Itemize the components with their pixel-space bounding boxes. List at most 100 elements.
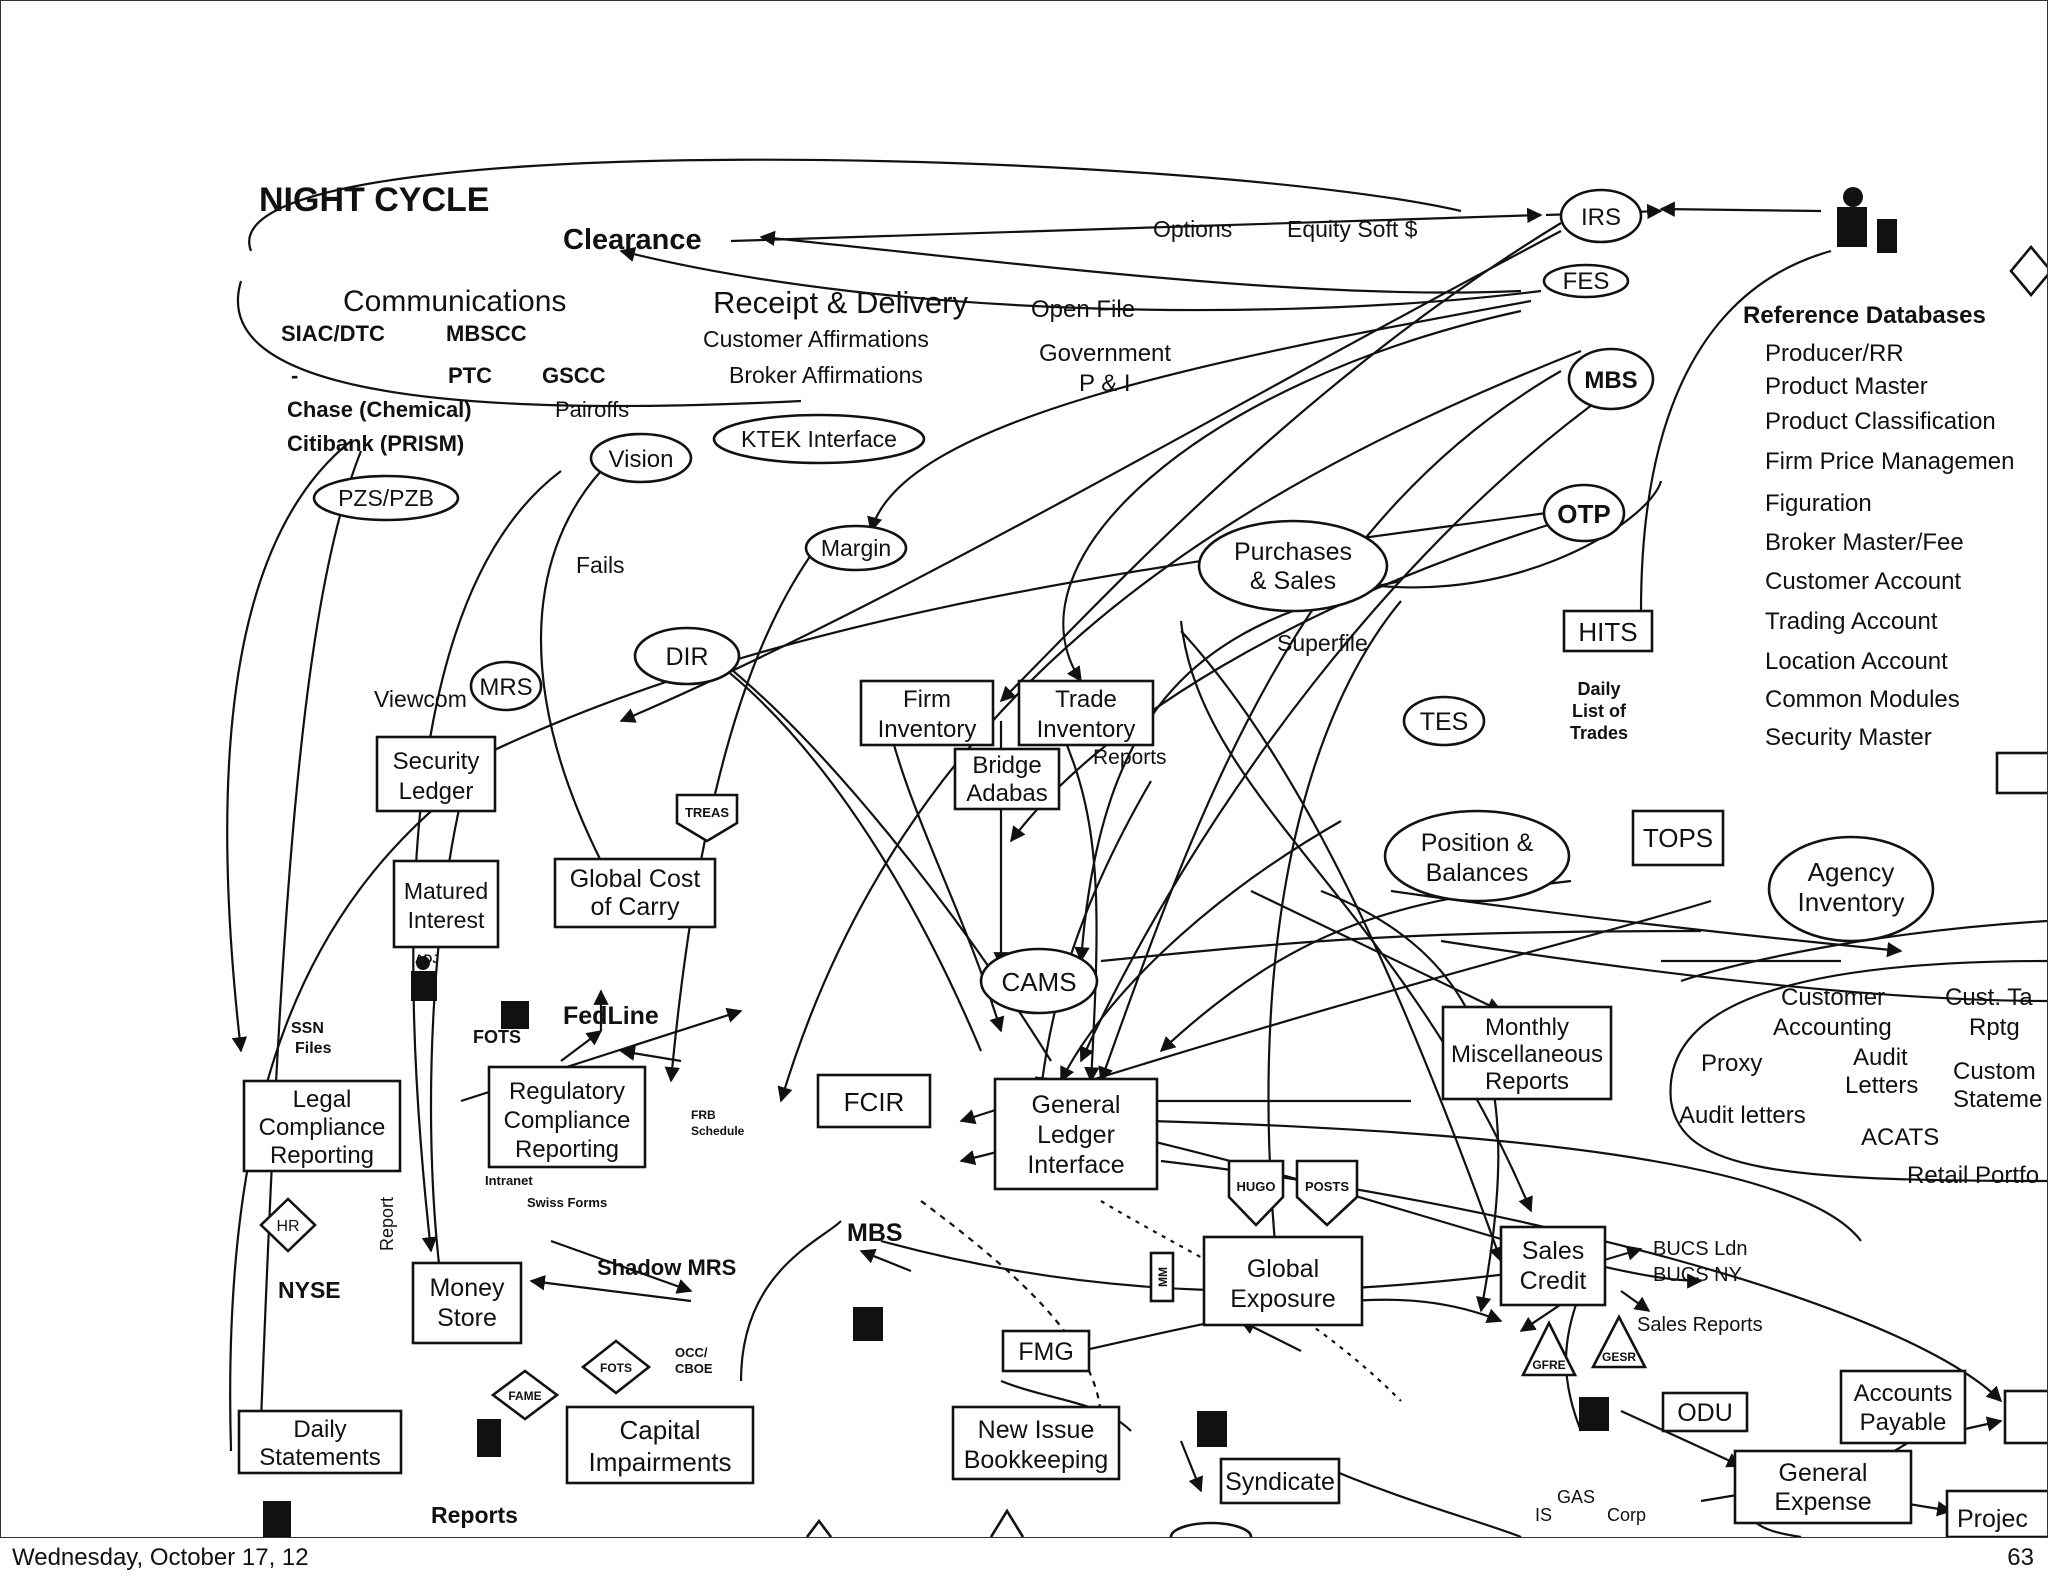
label-mbs-bottom: MBS: [847, 1219, 903, 1247]
ref-item: Product Master: [1765, 373, 1928, 400]
fots-diamond: FOTS: [580, 1339, 652, 1395]
label-hugo: HUGO: [1237, 1179, 1276, 1194]
label-posts: POSTS: [1305, 1179, 1349, 1194]
node-global-cost-of-carry: Global Cost of Carry: [553, 857, 717, 929]
cust-area-label: Audit letters: [1679, 1102, 1806, 1129]
cust-area-label: Accounting: [1773, 1014, 1892, 1041]
node-capital-label: Capital: [620, 1415, 701, 1445]
cust-area-label: Proxy: [1701, 1050, 1762, 1077]
node-legal-label: Reporting: [270, 1142, 374, 1169]
node-trade-inv-label: Trade: [1055, 686, 1117, 713]
node-purchases-label: Purchases: [1234, 538, 1352, 566]
node-legal-label: Compliance: [259, 1114, 386, 1141]
label-pairoffs: Pairoffs: [555, 397, 629, 422]
label-frb: Schedule: [691, 1124, 745, 1138]
label-government: Government: [1039, 340, 1171, 367]
operator-icon: [477, 1419, 501, 1457]
customer-area-outline: [1669, 959, 2047, 1183]
node-global-exp-label: Exposure: [1230, 1285, 1336, 1313]
label-viewcom: Viewcom: [374, 686, 467, 712]
ref-item: Security Master: [1765, 724, 1932, 751]
label-options: Options: [1153, 216, 1232, 242]
node-mrs-label: MRS: [479, 674, 532, 701]
node-position-balances: Position & Balances: [1383, 809, 1571, 903]
node-vision: Vision: [589, 432, 693, 484]
node-syndicate: Syndicate: [1219, 1457, 1341, 1505]
label-bucs: BUCS NY: [1653, 1264, 1742, 1286]
label-gas: GAS: [1557, 1487, 1595, 1507]
cust-area-label: Custom: [1953, 1058, 2036, 1085]
cust-area-label: Customer: [1781, 984, 1885, 1011]
label-hr: HR: [276, 1218, 299, 1235]
ref-item: Trading Account: [1765, 608, 1938, 635]
node-fes: FES: [1542, 263, 1630, 299]
footer-date: Wednesday, October 17, 12: [12, 1544, 309, 1571]
label-fedline: FedLine: [563, 1002, 659, 1030]
label-fots-diamond: FOTS: [600, 1361, 632, 1375]
cust-area-label: Stateme: [1953, 1086, 2042, 1113]
node-margin-label: Margin: [821, 535, 891, 561]
node-capital-label: Impairments: [588, 1447, 731, 1477]
node-tops-label: TOPS: [1643, 823, 1713, 853]
node-hits: HITS: [1562, 609, 1654, 653]
node-odu: ODU: [1661, 1391, 1749, 1433]
cust-area-label: ACATS: [1861, 1124, 1939, 1151]
treas-marker: TREAS: [675, 793, 739, 843]
node-regulatory-label: Reporting: [515, 1136, 619, 1163]
node-money-store: Money Store: [411, 1261, 523, 1345]
node-bridge-label: Bridge: [972, 752, 1041, 779]
node-accounts-payable-label: Payable: [1860, 1409, 1947, 1436]
label-chase: Chase (Chemical): [287, 397, 472, 422]
label-corp: Corp: [1607, 1505, 1646, 1525]
node-fcir: FCIR: [816, 1073, 932, 1129]
node-security-ledger: Security Ledger: [375, 735, 497, 813]
node-mbs-label: MBS: [1584, 367, 1637, 394]
node-otp: OTP: [1542, 483, 1626, 543]
slide-footer: Wednesday, October 17, 12 63: [0, 1538, 2048, 1576]
label-ptc: PTC: [448, 363, 492, 388]
node-cams-label: CAMS: [1001, 967, 1076, 997]
node-money-store-label: Store: [437, 1304, 497, 1332]
node-daily-stmt-label: Statements: [259, 1444, 380, 1471]
customer-area-labels: Customer Accounting Cust. Ta Rptg Proxy …: [1679, 984, 2042, 1189]
label-communications: Communications: [343, 285, 566, 318]
node-monthly-reports: Monthly Miscellaneous Reports: [1441, 1005, 1613, 1101]
node-odu-label: ODU: [1677, 1399, 1733, 1427]
label-ssn: SSN: [291, 1020, 324, 1037]
fame-diamond: FAME: [490, 1369, 560, 1421]
node-bridge-label: Adabas: [966, 780, 1047, 807]
label-pi: P & I: [1079, 370, 1131, 397]
reference-database-list: Producer/RR Product Master Product Class…: [1765, 340, 2014, 751]
operator-icon: [411, 956, 437, 1001]
label-daily-list: Trades: [1570, 723, 1628, 743]
label-report-vertical: Report: [377, 1197, 397, 1251]
node-mrs: MRS: [469, 660, 543, 712]
node-trade-inv-label: Inventory: [1037, 716, 1136, 743]
node-ci-partial: [1995, 751, 2047, 795]
label-intranet: Intranet: [485, 1173, 533, 1188]
label-fails: Fails: [576, 552, 625, 578]
node-regulatory-compliance: Regulatory Compliance Reporting: [487, 1065, 647, 1169]
operator-icon: [1579, 1397, 1609, 1431]
label-mbscc: MBSCC: [446, 321, 527, 346]
node-ktek-label: KTEK Interface: [741, 426, 897, 452]
label-is: IS: [1535, 1505, 1552, 1525]
label-clearance: Clearance: [563, 224, 702, 256]
node-gli-label: General: [1032, 1091, 1121, 1119]
ref-item: Broker Master/Fee: [1765, 529, 1964, 556]
node-legal-compliance: Legal Compliance Reporting: [242, 1079, 402, 1173]
node-new-issue-bookkeeping: New Issue Bookkeeping: [951, 1405, 1121, 1481]
node-money-store-label: Money: [429, 1274, 505, 1302]
ref-item: Figuration: [1765, 490, 1872, 517]
label-siac-dtc: SIAC/DTC: [281, 321, 385, 346]
ref-item: Product Classification: [1765, 408, 1996, 435]
cust-area-label: Audit: [1853, 1044, 1908, 1071]
node-sales-credit: Sales Credit: [1499, 1225, 1607, 1307]
label-frb: FRB: [691, 1108, 716, 1122]
gesr-marker: GESR: [1590, 1314, 1648, 1369]
node-new-issue-label: Bookkeeping: [964, 1446, 1109, 1474]
node-general-ledger-interface: General Ledger Interface: [993, 1077, 1159, 1191]
node-cams: CAMS: [979, 947, 1099, 1015]
label-citibank: Citibank (PRISM): [287, 431, 464, 456]
